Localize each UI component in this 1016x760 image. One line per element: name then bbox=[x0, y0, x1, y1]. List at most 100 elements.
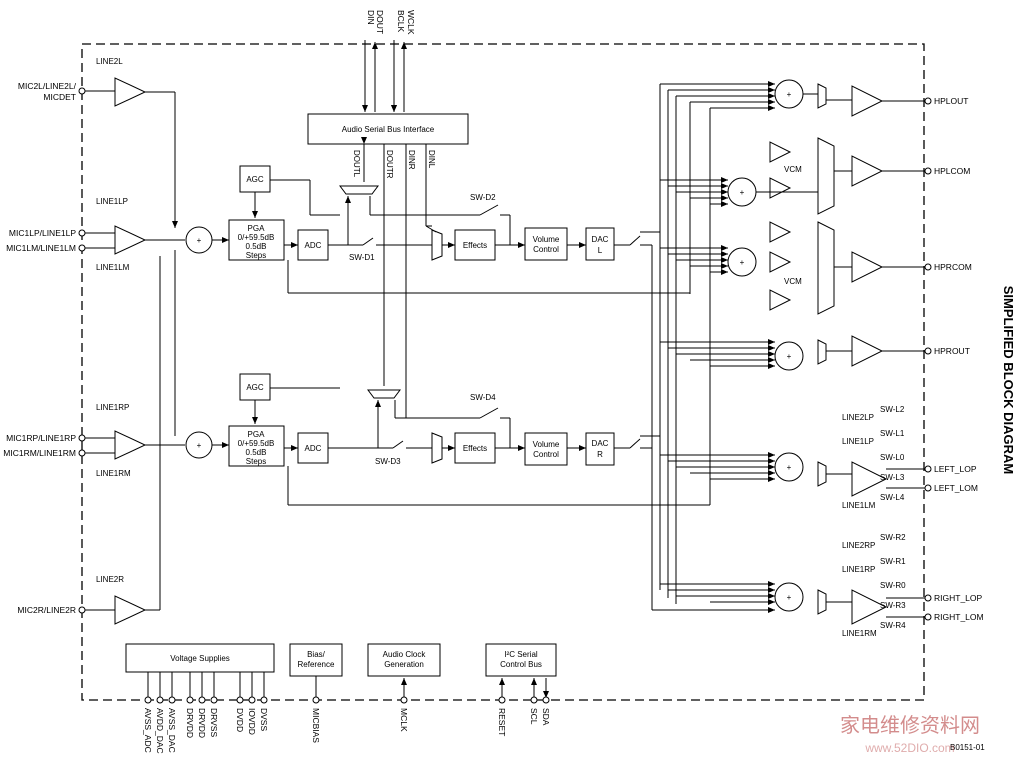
svg-text:VCM: VCM bbox=[784, 277, 802, 286]
svg-text:PGA: PGA bbox=[248, 430, 266, 439]
figure-code: B0151-01 bbox=[950, 743, 985, 752]
svg-text:0/+59.5dB: 0/+59.5dB bbox=[238, 439, 275, 448]
svg-text:SCL: SCL bbox=[529, 708, 539, 725]
svg-text:LINE1LP: LINE1LP bbox=[842, 437, 874, 446]
svg-text:RESET: RESET bbox=[497, 708, 507, 736]
left-inputs: MIC2L/LINE2L/ MICDET MIC1LP/LINE1LP MIC1… bbox=[3, 57, 185, 625]
svg-text:SW-L0: SW-L0 bbox=[880, 453, 905, 462]
sig-doutr: DOUTR bbox=[385, 150, 394, 179]
pin-dout: DOUT bbox=[375, 10, 385, 34]
svg-text:SW-L1: SW-L1 bbox=[880, 429, 905, 438]
svg-text:SW-R0: SW-R0 bbox=[880, 581, 906, 590]
agc-right bbox=[239, 373, 271, 401]
pin-micdet: MICDET bbox=[43, 92, 76, 102]
svg-text:Steps: Steps bbox=[246, 457, 266, 466]
svg-text:+: + bbox=[740, 258, 745, 267]
lbl-line2r: LINE2R bbox=[96, 575, 124, 584]
svg-text:Effects: Effects bbox=[463, 241, 487, 250]
sig-dinr: DINR bbox=[407, 150, 416, 170]
svg-text:I²C Serial: I²C Serial bbox=[504, 650, 538, 659]
svg-text:AVSS_DAC: AVSS_DAC bbox=[167, 708, 177, 753]
bottom-blocks: Voltage Supplies Bias/ Reference Audio C… bbox=[125, 643, 557, 677]
left-channel-adc-path: + AGC PGA 0/+59.5dB 0.5dB Steps ADC SW-D… bbox=[185, 165, 690, 294]
svg-text:ADC: ADC bbox=[305, 241, 322, 250]
svg-text:SW-R3: SW-R3 bbox=[880, 601, 906, 610]
svg-text:LINE1RP: LINE1RP bbox=[842, 565, 875, 574]
svg-text:VCM: VCM bbox=[784, 165, 802, 174]
svg-text:SDA: SDA bbox=[541, 708, 551, 726]
svg-text:LINE1LM: LINE1LM bbox=[842, 501, 876, 510]
right-channel-adc-path: + AGC PGA 0/+59.5dB 0.5dB Steps ADC SW-D… bbox=[185, 225, 710, 506]
svg-text:Audio Clock: Audio Clock bbox=[383, 650, 427, 659]
svg-text:Control: Control bbox=[533, 245, 559, 254]
pin-mic1rp: MIC1RP/LINE1RP bbox=[6, 433, 76, 443]
i2c-control-bus bbox=[485, 643, 557, 677]
svg-text:+: + bbox=[740, 188, 745, 197]
out-hplcom: HPLCOM bbox=[934, 166, 970, 176]
lbl-line1rp: LINE1RP bbox=[96, 403, 129, 412]
svg-text:0.5dB: 0.5dB bbox=[246, 448, 267, 457]
dac-left bbox=[585, 227, 615, 261]
out-right-lom: RIGHT_LOM bbox=[934, 612, 984, 622]
asbi-label: Audio Serial Bus Interface bbox=[342, 125, 435, 134]
svg-text:+: + bbox=[787, 593, 792, 602]
svg-text:0.5dB: 0.5dB bbox=[246, 242, 267, 251]
adc-right bbox=[297, 432, 329, 464]
svg-text:+: + bbox=[787, 463, 792, 472]
svg-text:DVSS: DVSS bbox=[259, 708, 269, 731]
svg-text:+: + bbox=[787, 90, 792, 99]
volume-right bbox=[524, 432, 568, 466]
svg-text:LINE2RP: LINE2RP bbox=[842, 541, 875, 550]
svg-text:LINE2LP: LINE2LP bbox=[842, 413, 874, 422]
routing-bus bbox=[640, 81, 775, 613]
svg-text:SW-D2: SW-D2 bbox=[470, 193, 496, 202]
svg-text:SW-D1: SW-D1 bbox=[349, 253, 375, 262]
svg-text:Reference: Reference bbox=[298, 660, 335, 669]
svg-text:Effects: Effects bbox=[463, 444, 487, 453]
svg-text:Volume: Volume bbox=[533, 440, 560, 449]
svg-text:SW-D4: SW-D4 bbox=[470, 393, 496, 402]
svg-text:SW-R2: SW-R2 bbox=[880, 533, 906, 542]
svg-text:IOVDD: IOVDD bbox=[247, 708, 257, 735]
pga-left bbox=[228, 219, 285, 261]
pin-mic2r: MIC2R/LINE2R bbox=[17, 605, 76, 615]
svg-text:SW-R1: SW-R1 bbox=[880, 557, 906, 566]
svg-text:+: + bbox=[197, 441, 202, 450]
svg-text:L: L bbox=[598, 246, 603, 255]
dac-right bbox=[585, 432, 615, 466]
svg-text:AVSS_ADC: AVSS_ADC bbox=[143, 708, 153, 753]
svg-text:DRVSS: DRVSS bbox=[209, 708, 219, 737]
bottom-pins: AVSS_ADC AVDD_DAC AVSS_DAC DRVDD DRVDD D… bbox=[143, 672, 551, 754]
svg-text:Steps: Steps bbox=[246, 251, 266, 260]
svg-text:DRVDD: DRVDD bbox=[185, 708, 195, 738]
svg-text:SW-D3: SW-D3 bbox=[375, 457, 401, 466]
effects-right bbox=[454, 432, 496, 464]
svg-text:MICBIAS: MICBIAS bbox=[311, 708, 321, 743]
svg-text:DAC: DAC bbox=[592, 235, 609, 244]
serial-signal-lines: DOUTL DOUTR DINR DINL bbox=[339, 137, 436, 418]
out-left-lop: LEFT_LOP bbox=[934, 464, 977, 474]
out-hplout: HPLOUT bbox=[934, 96, 968, 106]
lbl-line1rm: LINE1RM bbox=[96, 469, 131, 478]
agc-left bbox=[239, 165, 271, 193]
pin-bclk: BCLK bbox=[396, 10, 406, 33]
svg-text:DVDD: DVDD bbox=[235, 708, 245, 732]
svg-text:MCLK: MCLK bbox=[399, 708, 409, 732]
pin-mic2l: MIC2L/LINE2L/ bbox=[18, 81, 77, 91]
out-hprout: HPROUT bbox=[934, 346, 970, 356]
top-pins: DOUT DIN BCLK WCLK bbox=[362, 10, 416, 112]
lbl-line1lm: LINE1LM bbox=[96, 263, 130, 272]
svg-text:AGC: AGC bbox=[246, 383, 264, 392]
svg-text:Control Bus: Control Bus bbox=[500, 660, 542, 669]
out-right-lop: RIGHT_LOP bbox=[934, 593, 983, 603]
lbl-line2l: LINE2L bbox=[96, 57, 123, 66]
voltage-supplies bbox=[125, 643, 275, 673]
svg-text:Volume: Volume bbox=[533, 235, 560, 244]
svg-text:SW-L3: SW-L3 bbox=[880, 473, 905, 482]
svg-text:Generation: Generation bbox=[384, 660, 424, 669]
pga-right bbox=[228, 425, 285, 467]
diagram-title: SIMPLIFIED BLOCK DIAGRAM bbox=[1001, 286, 1016, 475]
svg-text:Control: Control bbox=[533, 450, 559, 459]
pin-mic1lm: MIC1LM/LINE1LM bbox=[6, 243, 76, 253]
